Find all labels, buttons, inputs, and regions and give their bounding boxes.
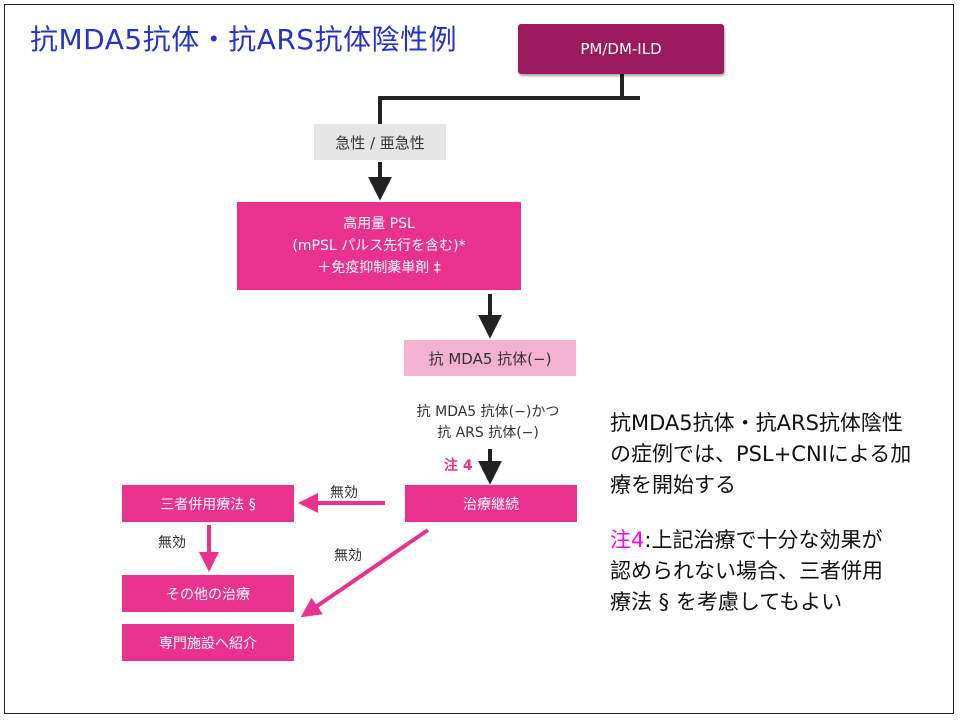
side-note-spacer (610, 501, 940, 525)
acute-subacute-box: 急性 / 亜急性 (314, 124, 446, 160)
other-treatment-box: その他の治療 (122, 575, 294, 612)
mda5-negative-label: 抗 MDA5 抗体(−) (428, 349, 552, 368)
ineffective-label-2: 無効 (158, 535, 186, 551)
side-note-note-text-1: :上記治療で十分な効果が (644, 528, 883, 552)
acute-subacute-label: 急性 / 亜急性 (335, 133, 425, 152)
note-4-marker: 注 4 (444, 458, 473, 474)
root-box-pm-dm-ild: PM/DM-ILD (518, 24, 724, 74)
ineffective-label-3: 無効 (334, 548, 362, 564)
other-treatment-label: その他の治療 (166, 586, 250, 603)
triple-therapy-box: 三者併用療法 § (122, 485, 294, 522)
continue-treatment-label: 治療継続 (463, 496, 519, 513)
side-note-note-line-2: 認められない場合、三者併用 (610, 559, 883, 583)
side-note: 抗MDA5抗体・抗ARS抗体陰性 の症例では、PSL+CNIによる加 療を開始す… (610, 408, 940, 618)
treatment-line-3: ＋免疫抑制薬単剤 ‡ (317, 260, 441, 276)
continue-treatment-box: 治療継続 (405, 485, 577, 522)
treatment-line-2: (mPSL パルス先行を含む)* (292, 238, 466, 254)
root-box-label: PM/DM-ILD (580, 40, 662, 58)
condition-line-2: 抗 ARS 抗体(−) (437, 425, 539, 441)
referral-box: 専門施設へ紹介 (122, 624, 294, 661)
side-note-line-3: 療を開始する (610, 473, 736, 497)
slide-frame (4, 4, 954, 714)
side-note-note-line-1: 注4:上記治療で十分な効果が (610, 525, 940, 556)
side-note-note-line-3: 療法 § を考慮してもよい (610, 590, 843, 614)
ineffective-label-1: 無効 (330, 485, 358, 501)
referral-label: 専門施設へ紹介 (159, 635, 257, 652)
triple-therapy-label: 三者併用療法 § (160, 496, 256, 513)
condition-line-1: 抗 MDA5 抗体(−)かつ (416, 404, 560, 420)
condition-label: 抗 MDA5 抗体(−)かつ 抗 ARS 抗体(−) (398, 402, 578, 444)
treatment-line-1: 高用量 PSL (343, 216, 415, 232)
side-note-line-1: 抗MDA5抗体・抗ARS抗体陰性 (610, 411, 903, 435)
slide-title: 抗MDA5抗体・抗ARS抗体陰性例 (30, 23, 458, 56)
side-note-line-2: の症例では、PSL+CNIによる加 (610, 442, 912, 466)
arrow-continue-to-referral (300, 528, 430, 618)
mda5-negative-box: 抗 MDA5 抗体(−) (404, 340, 576, 376)
high-dose-psl-box: 高用量 PSL (mPSL パルス先行を含む)* ＋免疫抑制薬単剤 ‡ (237, 202, 521, 290)
side-note-note-label: 注4 (610, 528, 645, 552)
